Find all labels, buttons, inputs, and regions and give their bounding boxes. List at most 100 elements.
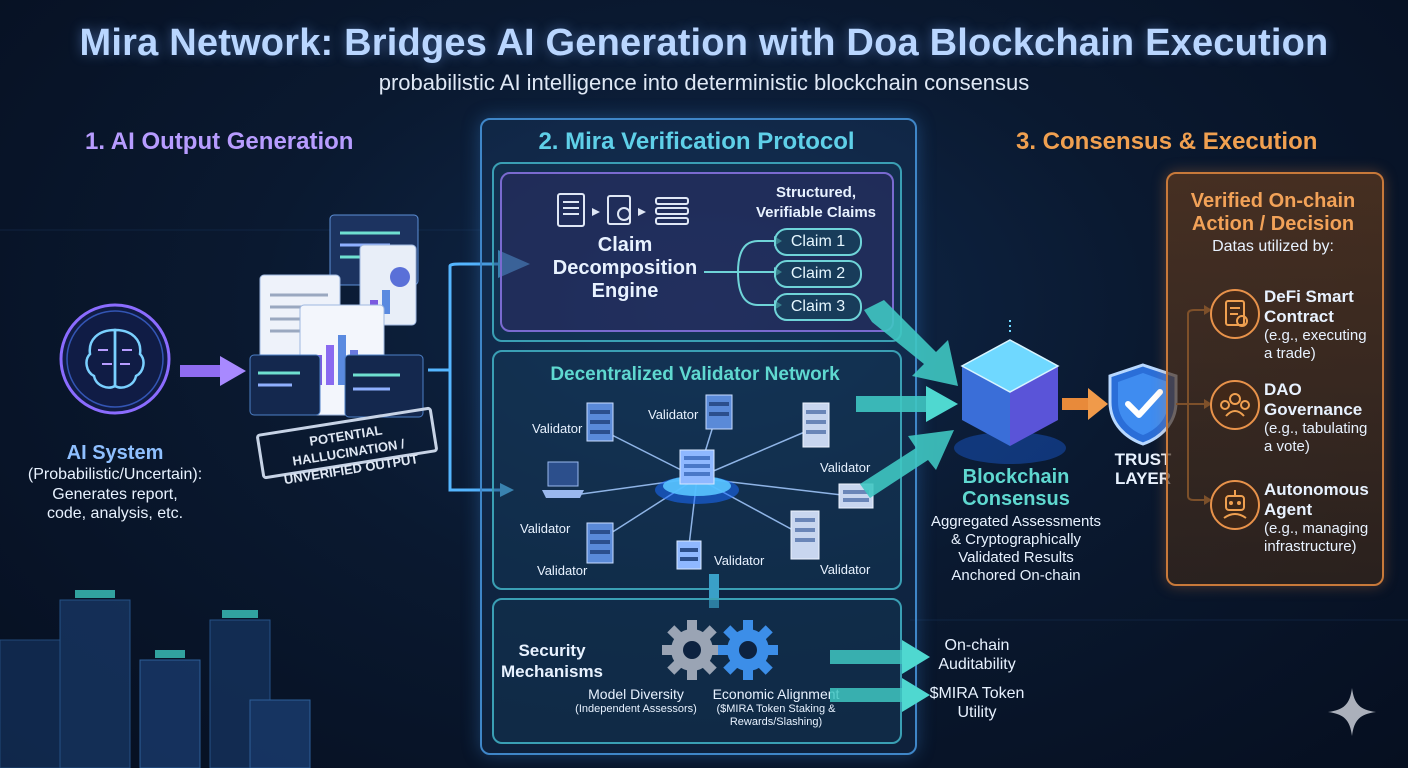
page-subtitle: probabilistic AI intelligence into deter…: [378, 70, 1030, 95]
use-1-desc-1: (e.g., executing: [1264, 327, 1367, 344]
arrow-ai-to-output: [180, 356, 246, 386]
mira-token-utility: $MIRA Token Utility: [920, 684, 1034, 722]
use-2-desc-1: (e.g., tabulating: [1264, 420, 1368, 437]
use-3-title: Autonomous Agent: [1264, 480, 1369, 520]
validator-label-2: Validator: [648, 407, 699, 422]
structured-claims-label: Structured, Verifiable Claims: [746, 183, 886, 223]
smart-contract-icon: [1225, 300, 1248, 327]
validator-server-icon: [676, 540, 702, 570]
claim-engine-label: Claim Decomposition Engine: [540, 234, 710, 303]
economic-sub-1: ($MIRA Token Staking &: [716, 703, 836, 715]
use-3-title-2: Agent: [1264, 500, 1313, 519]
validator-node-8: [790, 510, 820, 565]
model-diversity-sub: (Independent Assessors): [575, 703, 697, 715]
blockchain-line-1: Blockchain: [962, 466, 1070, 488]
document-icon: [249, 214, 424, 418]
aggregated-assessments: Aggregated Assessments & Cryptographical…: [916, 513, 1116, 585]
use-1-title: DeFi Smart Contract: [1264, 287, 1354, 327]
verified-line-1: Verified On-chain: [1190, 190, 1356, 212]
onchain-line-1: On-chain: [944, 637, 1010, 654]
verified-line-2: Action / Decision: [1191, 213, 1355, 235]
arrows-to-blockchain: [856, 300, 958, 498]
claim-pill-2: Claim 2: [774, 260, 862, 288]
section-2-heading: 2. Mira Verification Protocol: [538, 128, 855, 155]
blockchain-consensus-title: Blockchain Consensus: [940, 466, 1092, 510]
use-1-title-2: Contract: [1264, 307, 1334, 326]
use-3-desc-2: infrastructure): [1264, 538, 1357, 555]
validator-label-1: Validator: [532, 421, 583, 436]
governance-icon-wrap: [1210, 380, 1260, 430]
gear-icon: [662, 620, 778, 680]
structured-line-1: Structured,: [775, 184, 856, 201]
use-2-desc-2: a vote): [1264, 438, 1310, 455]
connector-output-to-protocol: [428, 250, 530, 497]
validator-server-icon: [802, 402, 830, 448]
validator-network-heading: Decentralized Validator Network: [550, 364, 840, 385]
use-1-desc-2: a trade): [1264, 345, 1316, 362]
agg-line-4: Anchored On-chain: [951, 567, 1081, 584]
section-1-heading: 1. AI Output Generation: [85, 128, 354, 155]
trust-line-1: TRUST: [1114, 450, 1172, 469]
smart-contract-icon-wrap: [1210, 289, 1260, 339]
trust-layer-label: TRUST LAYER: [1106, 450, 1180, 488]
agg-line-3: Validated Results: [958, 549, 1074, 566]
claim-branch-lines: [704, 236, 782, 310]
validator-label-7: Validator: [714, 553, 765, 568]
agg-line-2: & Cryptographically: [950, 531, 1082, 548]
blockchain-line-2: Consensus: [962, 488, 1070, 510]
validator-node-6: [586, 522, 614, 569]
ai-system-desc-3: code, analysis, etc.: [46, 505, 184, 522]
use-2-desc: (e.g., tabulating a vote): [1264, 420, 1367, 456]
onchain-auditability: On-chain Auditability: [920, 636, 1034, 674]
utilized-by-label: Datas utilized by:: [1212, 238, 1334, 255]
security-line-2: Mechanisms: [500, 662, 604, 681]
economic-sub-2: Rewards/Slashing): [729, 716, 823, 728]
validator-label-8: Validator: [820, 562, 871, 577]
security-output-arrows: [830, 640, 930, 712]
validator-node-4: [540, 460, 586, 505]
use-3-desc-1: (e.g., managing: [1264, 520, 1369, 537]
validator-label-6: Validator: [537, 563, 588, 578]
security-heading: Security Mechanisms: [498, 640, 606, 682]
robot-agent-icon-wrap: [1210, 480, 1260, 530]
validator-server-icon: [705, 394, 733, 430]
model-diversity-label: Model Diversity: [588, 686, 684, 702]
verified-action-panel: [1166, 172, 1384, 586]
validator-server-icon: [586, 522, 614, 564]
server-towers-decor: [0, 590, 311, 768]
security-line-1: Security: [518, 641, 586, 660]
page-title: Mira Network: Bridges AI Generation with…: [79, 22, 1329, 64]
use-1-title-1: DeFi Smart: [1264, 287, 1354, 306]
economic-alignment-label: Economic Alignment: [712, 686, 840, 702]
claim-decomposition-icon: [557, 193, 689, 227]
validator-node-7: [676, 540, 702, 575]
validator-label-4: Validator: [520, 521, 571, 536]
use-2-title-2: Governance: [1264, 400, 1363, 419]
validator-network-graph: [566, 409, 843, 555]
onchain-line-2: Auditability: [938, 656, 1016, 673]
validator-node-3: [802, 402, 830, 453]
ai-system-desc-2: Generates report,: [52, 486, 178, 503]
claim-engine-line-3: Engine: [591, 280, 659, 302]
governance-icon: [1220, 393, 1250, 417]
validator-node-2: [705, 394, 733, 435]
claim-pill-1: Claim 1: [774, 228, 862, 256]
use-2-title-1: DAO: [1264, 380, 1302, 399]
sparkle-icon: [1328, 688, 1376, 736]
use-3-title-1: Autonomous: [1264, 480, 1369, 499]
structured-line-2: Verifiable Claims: [755, 204, 877, 221]
validator-server-icon: [790, 510, 820, 560]
use-3-desc: (e.g., managing infrastructure): [1264, 520, 1368, 556]
validator-server-icon: [586, 402, 614, 442]
brain-icon: [59, 303, 171, 415]
shield-check-icon: [1108, 363, 1178, 446]
blockchain-cube-icon: [954, 320, 1066, 464]
token-line-1: $MIRA Token: [929, 685, 1025, 702]
robot-agent-icon: [1223, 490, 1247, 519]
claim-engine-line-1: Claim: [597, 234, 653, 256]
use-1-desc: (e.g., executing a trade): [1264, 327, 1367, 363]
verified-action-title: Verified On-chain Action / Decision: [1166, 190, 1380, 236]
arrow-to-trust-layer: [1062, 388, 1108, 420]
use-2-title: DAO Governance: [1264, 380, 1362, 420]
